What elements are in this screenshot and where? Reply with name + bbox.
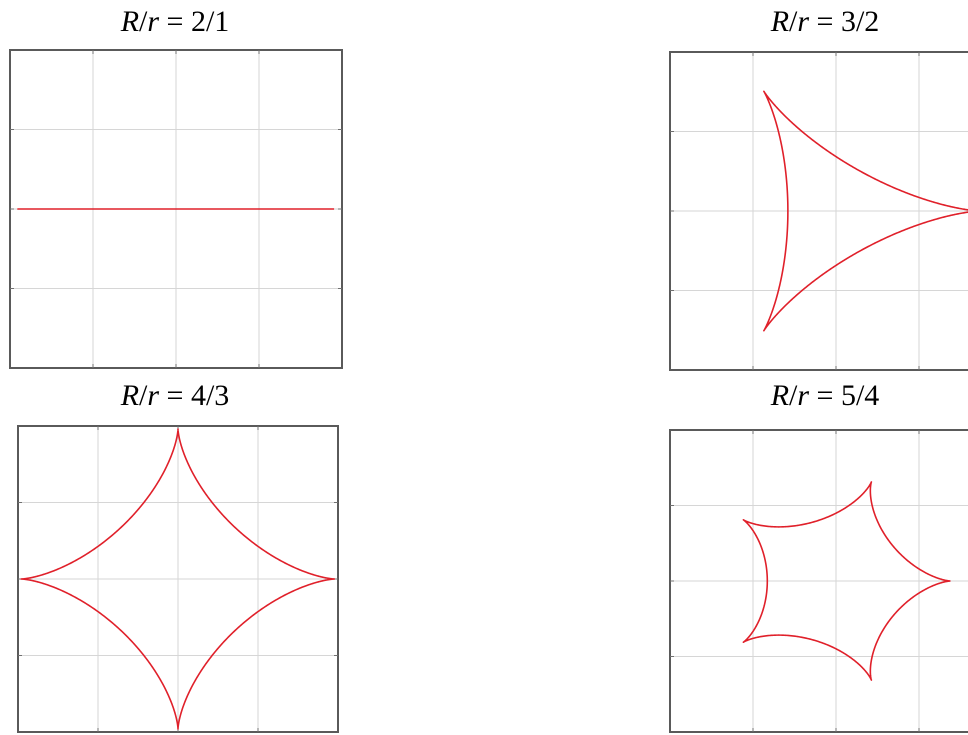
chart-panel-2: R/r = 3/2 [650, 0, 968, 380]
title-symbol-r-upper: R [770, 379, 790, 412]
plot-area-3 [17, 425, 339, 733]
title-slash: / [789, 379, 798, 412]
title-symbol-r-lower: r [797, 379, 810, 412]
plot-area-4 [669, 429, 968, 733]
title-symbol-r-upper: R [120, 5, 140, 38]
title-symbol-r-upper: R [770, 5, 790, 38]
chart-title-3: R/r = 4/3 [0, 374, 350, 418]
title-slash: / [139, 379, 148, 412]
chart-panel-3: R/r = 4/3 [0, 374, 360, 735]
title-symbol-r-lower: r [147, 5, 160, 38]
title-ratio: = 3/2 [809, 5, 880, 38]
title-slash: / [139, 5, 148, 38]
chart-title-2: R/r = 3/2 [650, 0, 968, 44]
title-symbol-r-lower: r [797, 5, 810, 38]
chart-title-1: R/r = 2/1 [0, 0, 350, 44]
hypocycloid-curve [20, 428, 336, 730]
plot-area-2 [669, 51, 968, 371]
title-ratio: = 2/1 [159, 5, 230, 38]
plot-area-1 [9, 49, 343, 369]
title-symbol-r-lower: r [147, 379, 160, 412]
title-ratio: = 4/3 [159, 379, 230, 412]
chart-title-4: R/r = 5/4 [650, 374, 968, 418]
chart-panel-1: R/r = 2/1 [0, 0, 360, 380]
hypocycloid-curve [763, 90, 968, 332]
title-ratio: = 5/4 [809, 379, 880, 412]
chart-panel-4: R/r = 5/4 [650, 374, 968, 735]
title-symbol-r-upper: R [120, 379, 140, 412]
hypocycloid-curve [742, 481, 952, 681]
title-slash: / [789, 5, 798, 38]
